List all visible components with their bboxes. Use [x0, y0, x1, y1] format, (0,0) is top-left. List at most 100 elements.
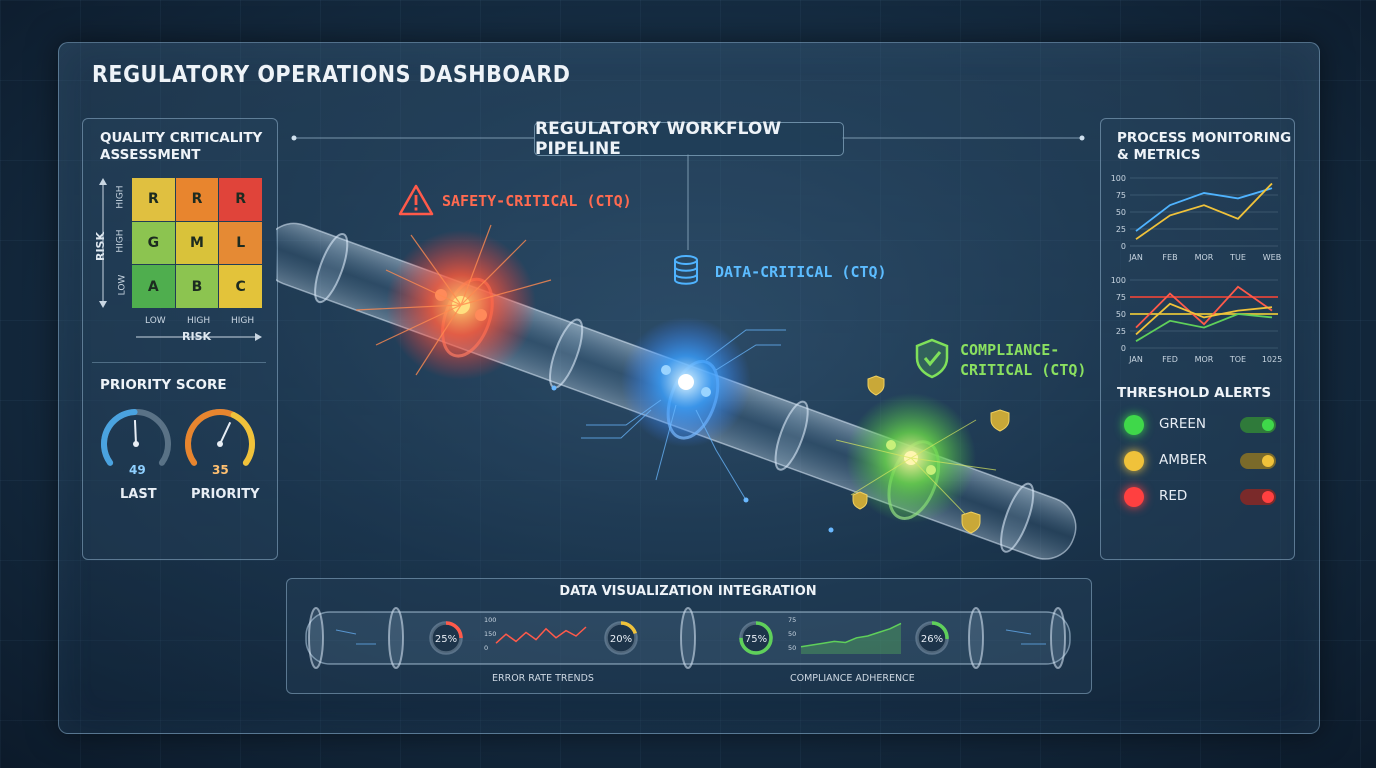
mini-tick-right: 50 [788, 630, 796, 638]
mini-tick-left: 0 [484, 644, 488, 652]
alert-label: AMBER [1159, 452, 1208, 468]
gauge-priority-label: PRIORITY [191, 487, 260, 502]
process-title-line-2: & METRICS [1117, 147, 1201, 163]
status-dot-icon [1124, 415, 1144, 435]
tube-ring [968, 607, 984, 669]
x-tick-label: TOE [1229, 355, 1246, 364]
gauge-needle [219, 421, 232, 445]
flow-line [335, 629, 357, 635]
tube-ring [388, 607, 404, 669]
gauge-hub [217, 441, 223, 447]
x-tick-0: LOW [145, 316, 166, 326]
ring-fill [429, 621, 463, 655]
x-axis-arrows [136, 333, 262, 341]
viz-tube-body [305, 611, 1071, 665]
matrix-cell: G [132, 221, 175, 265]
matrix-cell: R [219, 178, 262, 221]
x-tick-2: HIGH [231, 316, 255, 326]
alert-toggle[interactable] [1240, 489, 1276, 505]
status-dot-icon [1124, 451, 1144, 471]
gauge-hub [133, 441, 139, 447]
alert-row-red: RED [1124, 485, 1276, 509]
x-tick-label: 1025 [1262, 355, 1282, 364]
y-tick-label: 0 [1121, 242, 1126, 251]
ring-label: 75% [745, 634, 767, 645]
gauge-priority-value: 35 [212, 463, 229, 477]
matrix-cell: M [175, 221, 219, 265]
y-tick-label: 25 [1116, 225, 1126, 234]
matrix-cell: R [175, 178, 219, 221]
alert-row-green: GREEN [1124, 413, 1276, 437]
series-line [1135, 285, 1273, 329]
data-viz-panel [286, 578, 1092, 694]
y-tick-label: 100 [1111, 276, 1126, 285]
page-title: REGULATORY OPERATIONS DASHBOARD [92, 62, 571, 88]
mini-tick-left: 100 [484, 616, 496, 624]
x-tick-label: MOR [1195, 355, 1214, 364]
alert-toggle[interactable] [1240, 453, 1276, 469]
toggle-knob [1262, 491, 1274, 503]
compliance-line-1: COMPLIANCE- [960, 341, 1060, 359]
y-tick-label: 75 [1116, 293, 1126, 302]
x-tick-label: FEB [1162, 253, 1177, 262]
database-icon [674, 255, 698, 285]
toggle-knob [1262, 455, 1274, 467]
x-tick-label: WEB [1263, 253, 1281, 262]
left-panel-divider [92, 362, 266, 363]
y-tick-1: HIGH [115, 229, 126, 253]
alert-row-amber: AMBER [1124, 449, 1276, 473]
data-viz-tube: 25% 20% 75% 26% 100 150 0 75 50 50 [305, 607, 1071, 669]
alert-label: RED [1159, 488, 1188, 504]
matrix-cell: L [219, 221, 262, 265]
gauge-last-label: LAST [120, 487, 157, 502]
y-tick-label: 100 [1111, 174, 1126, 183]
compliance-critical-label: COMPLIANCE- CRITICAL (CTQ) [960, 340, 1086, 380]
series-line [1135, 313, 1273, 342]
mini-tick-right: 50 [788, 644, 796, 652]
tube-ring [680, 607, 696, 669]
alert-toggle[interactable] [1240, 417, 1276, 433]
y-axis-arrows [99, 178, 107, 308]
pipeline-title: REGULATORY WORKFLOW PIPELINE [534, 119, 844, 159]
mini-line [495, 626, 587, 644]
ring-fill [915, 621, 949, 655]
ring-label: 26% [921, 634, 943, 645]
y-tick-label: 50 [1116, 310, 1126, 319]
flow-line [1005, 629, 1032, 635]
ring-fill [604, 621, 638, 655]
process-monitoring-title: PROCESS MONITORING & METRICS [1117, 130, 1291, 164]
mini-tick-left: 150 [484, 630, 496, 638]
alert-label: GREEN [1159, 416, 1206, 432]
last-gauge [101, 409, 171, 466]
priority-gauge [185, 409, 255, 466]
compliance-caption: COMPLIANCE ADHERENCE [790, 673, 915, 684]
y-tick-label: 75 [1116, 191, 1126, 200]
matrix-cell: C [219, 265, 262, 308]
y-tick-0: HIGH [115, 185, 126, 209]
pipeline-visual [276, 135, 1085, 560]
ring-label: 25% [435, 634, 457, 645]
gauge-needle [133, 419, 137, 445]
y-tick-2: LOW [117, 274, 128, 296]
shield-check-icon [915, 338, 949, 379]
tube-ring [308, 607, 324, 669]
ring-label: 20% [610, 634, 632, 645]
y-tick-label: 25 [1116, 327, 1126, 336]
x-tick-label: MOR [1195, 253, 1214, 262]
mini-tick-right: 75 [788, 616, 796, 624]
x-tick-label: FED [1162, 355, 1178, 364]
ring-fill [739, 621, 773, 655]
error-rate-caption: ERROR RATE TRENDS [492, 673, 594, 684]
x-tick-label: JAN [1128, 253, 1143, 262]
mini-line [800, 622, 902, 648]
gauge-fill-secondary [230, 412, 255, 466]
compliance-line-2: CRITICAL (CTQ) [960, 361, 1087, 379]
x-tick-label: JAN [1128, 355, 1143, 364]
series-line [1135, 187, 1273, 232]
title-line-1: QUALITY CRITICALITY [100, 130, 263, 146]
x-tick-1: HIGH [187, 316, 211, 326]
series-line [1135, 302, 1273, 336]
